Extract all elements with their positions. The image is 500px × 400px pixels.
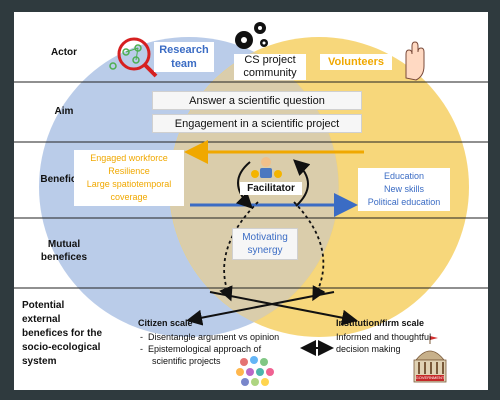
citizen-item-text: Disentangle argument vs opinion [148,332,280,342]
dotted-arrow-right [293,201,326,302]
citizen-scale-list: - Disentangle argument vs opinion - Epis… [140,331,310,367]
research-team-label: Research team [154,42,214,72]
institution-scale-text: Informed and thoughtful decision making [336,331,476,355]
benefice-item: coverage [110,192,148,202]
benefice-item: New skills [383,184,424,194]
benefice-item: Education [383,171,425,181]
gears-icon [235,22,268,49]
citizen-item: - Disentangle argument vs opinion [140,332,280,342]
aim-box-question: Answer a scientific question [152,91,362,110]
institution-line: decision making [336,344,401,354]
row-label-actor: Actor [50,47,78,58]
benefice-item: Engaged workforce [90,153,168,163]
row-label-potential-line: benefices for the [22,328,103,339]
raised-hand-icon [405,41,425,81]
citizen-scale-title: Citizen scale [138,318,193,328]
citizen-item-text: scientific projects [152,356,221,366]
volunteers-label: Volunteers [320,54,392,70]
magnifier-icon [109,37,158,78]
motivating-synergy-line: Motivating [242,232,288,243]
institution-line: Informed and thoughtful [336,332,432,342]
row-label-mutual: Mutual benefices [14,238,114,264]
research-team-line: Research [159,44,209,56]
cycle-arrow-right [293,159,311,207]
benefices-left-box: Engaged workforce Resilience Large spati… [74,150,184,206]
research-team-line: team [171,58,197,70]
row-label-mutual-line: Mutual [47,239,81,250]
institution-scale-title: Institution/firm scale [336,318,425,328]
facilitator-label: Facilitator [240,182,302,195]
cycle-arrow-left [235,161,253,209]
aim-box-engagement: Engagement in a scientific project [152,114,362,133]
benefices-right-box: Education New skills Political education [358,168,450,211]
row-label-benefices: Benefices [40,174,88,185]
citizen-item-text: Epistemological approach of [148,344,262,354]
row-label-potential: Potential external benefices for the soc… [22,299,132,369]
benefice-item: Resilience [108,166,150,176]
row-label-potential-line: socio-ecological [22,342,101,353]
diagram-panel: Actor Aim Benefices Mutual benefices Pot… [14,12,488,390]
dotted-arrow-left [219,201,259,302]
government-building-icon [413,336,447,383]
row-label-mutual-line: benefices [40,252,88,263]
row-label-potential-line: system [22,356,57,367]
motivating-synergy-line: synergy [247,245,283,256]
facilitator-person-icon [251,157,282,178]
government-sign-text: GOVERNMENT [415,375,445,380]
row-label-potential-line: external [22,314,61,325]
row-label-aim: Aim [54,106,74,117]
benefice-item: Political education [367,197,441,207]
citizen-item: - Epistemological approach of [140,344,262,354]
cs-community-line: community [243,67,297,79]
people-crowd-icon [236,356,274,386]
cs-community-line: CS project [244,54,296,66]
cs-community-label: CS project community [234,54,306,80]
row-label-potential-line: Potential [22,300,65,311]
cross-arrow-right [209,291,358,326]
benefice-item: Large spatiotemporal [86,179,172,189]
motivating-synergy-box: Motivating synergy [232,228,298,260]
cross-arrow-left [186,291,335,326]
